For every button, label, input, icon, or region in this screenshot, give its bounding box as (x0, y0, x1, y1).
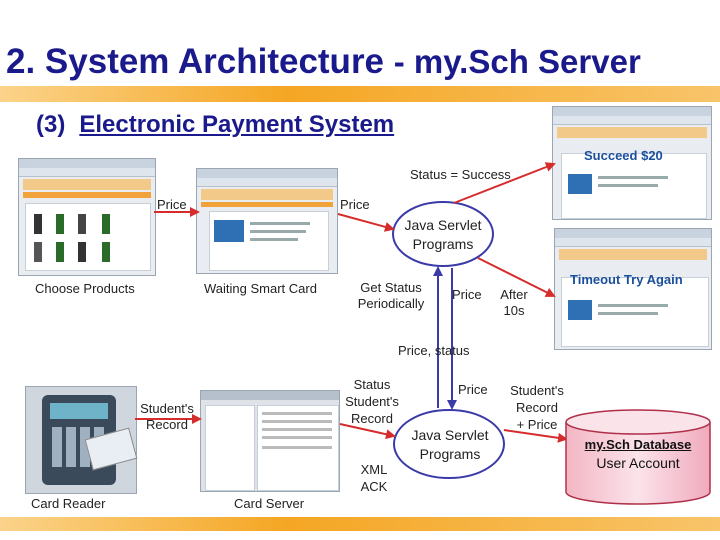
bottom-orange-bar (0, 517, 720, 531)
label-after-10s: After 10s (500, 287, 528, 318)
label-price-4: Price (458, 382, 488, 397)
label-waiting-smart-card: Waiting Smart Card (204, 281, 317, 296)
label-java-servlet-top: Java Servlet Programs (404, 217, 482, 252)
title-sub: - my.Sch Server (393, 43, 641, 80)
label-status-success: Status = Success (410, 167, 511, 182)
database-sub: User Account (596, 455, 680, 471)
label-price-3: Price (452, 287, 482, 302)
screenshot-waiting-smart-card (196, 168, 338, 274)
label-xml-ack: XML ACK (360, 462, 388, 494)
card-reader-image (25, 386, 138, 494)
label-card-reader: Card Reader (31, 496, 106, 511)
screenshot-choose-products (18, 158, 156, 276)
slide-title: 2. System Architecture - my.Sch Server (6, 42, 641, 82)
screenshot-card-server (200, 390, 340, 492)
label-students-record-left: Student's Record (140, 401, 194, 432)
heading-text: Electronic Payment System (79, 111, 395, 138)
heading-number: (3) (36, 111, 66, 138)
label-price-1: Price (157, 197, 187, 212)
label-get-status: Get Status Periodically (357, 280, 425, 311)
label-students-record-price: Student's Record + Price (510, 383, 564, 432)
label-card-server: Card Server (234, 496, 305, 511)
title-main: 2. System Architecture (6, 42, 385, 81)
arrow-price-2 (337, 213, 395, 232)
label-price-status: Price, status (398, 343, 470, 358)
section-heading: (3) Electronic Payment System (36, 111, 394, 139)
label-choose-products: Choose Products (35, 281, 135, 296)
label-status-students-record: Status Student's Record (345, 377, 399, 426)
label-price-2: Price (340, 197, 370, 212)
top-orange-bar (0, 86, 720, 102)
database-name: my.Sch Database (584, 437, 692, 452)
timeout-message: Timeout Try Again (570, 272, 683, 287)
succeed-message: Succeed $20 (584, 148, 663, 163)
label-java-servlet-bottom: Java Servlet Programs (411, 427, 489, 462)
screenshot-succeed: Succeed $20 (552, 106, 712, 220)
screenshot-timeout: Timeout Try Again (554, 228, 712, 350)
